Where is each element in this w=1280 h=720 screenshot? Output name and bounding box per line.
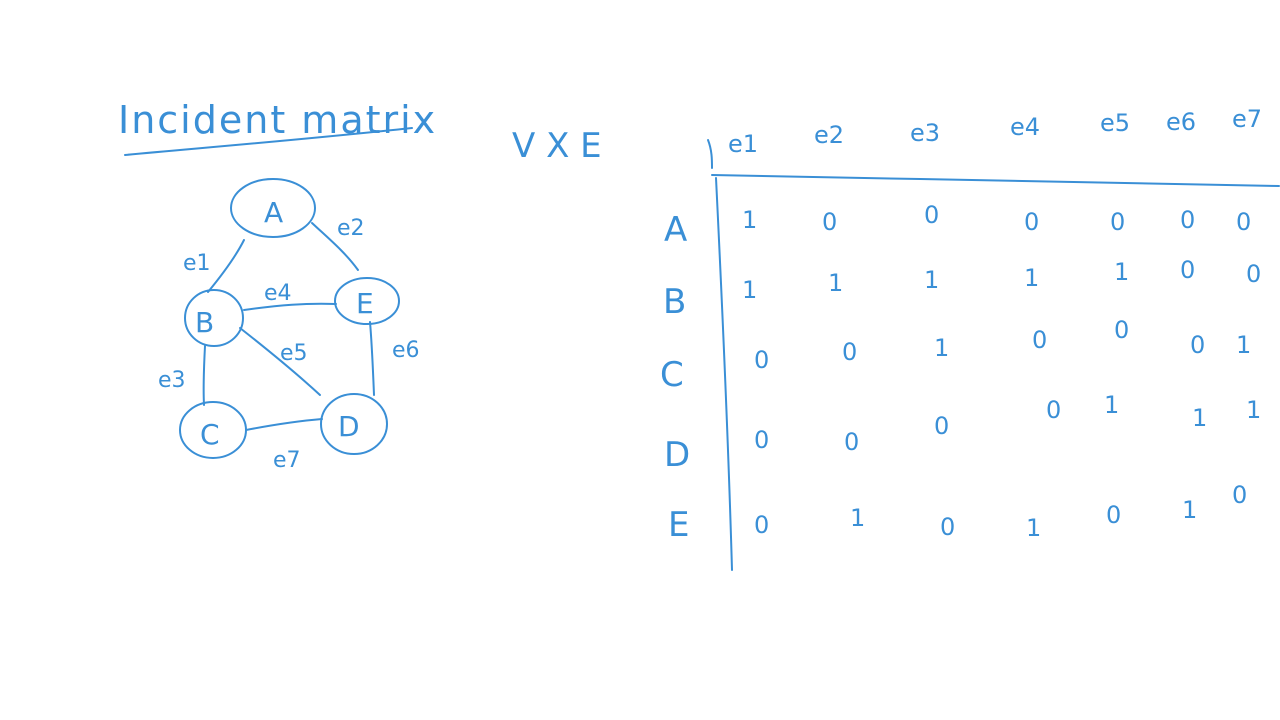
cell-B-e2: 1 [828,269,843,297]
cell-D-e5: 1 [1104,391,1119,419]
edge-label-e4: e4 [264,281,292,306]
node-e-label: E [356,287,374,320]
node-a-circle [230,178,316,238]
node-c-label: C [200,418,220,451]
edge-label-e5: e5 [280,341,308,366]
node-d-label: D [338,410,360,443]
title-underline [124,127,413,156]
cell-D-e7: 1 [1246,396,1261,424]
node-d-circle [320,393,388,455]
node-e-circle [334,277,400,325]
graph-edge-labels: e1 e2 e3 e4 e5 e6 e7 [158,216,420,473]
cell-C-e3: 1 [934,334,949,362]
cell-C-e2: 0 [842,338,857,366]
cell-B-e7: 0 [1246,260,1261,288]
cell-C-e1: 0 [754,346,769,374]
column-header-e4: e4 [1010,113,1040,141]
cell-E-e1: 0 [754,511,769,539]
column-header-e6: e6 [1166,108,1196,136]
cell-B-e3: 1 [924,266,939,294]
edge-line-e4 [243,302,337,311]
cell-B-e1: 1 [742,276,757,304]
node-a-label: A [264,196,283,229]
cell-A-e3: 0 [924,201,939,229]
cell-E-e4: 1 [1026,514,1041,542]
cell-B-e6: 0 [1180,256,1195,284]
cell-A-e1: 1 [742,206,757,234]
cell-C-e6: 0 [1190,331,1205,359]
matrix-header-tick [707,139,713,169]
cell-B-e5: 1 [1114,258,1129,286]
cell-E-e3: 0 [940,513,955,541]
cell-D-e3: 0 [934,412,949,440]
row-header-A: A [664,210,687,250]
cell-C-e7: 1 [1236,331,1251,359]
cell-C-e5: 0 [1114,316,1129,344]
column-header-e2: e2 [814,121,844,149]
cell-A-e7: 0 [1236,208,1251,236]
page-title: Incident matrix [118,98,437,142]
column-header-e5: e5 [1100,109,1130,137]
matrix-row-divider [715,177,733,571]
node-b-circle [184,289,244,347]
cell-E-e5: 0 [1106,501,1121,529]
cell-D-e6: 1 [1192,404,1207,432]
edge-label-e1: e1 [183,251,211,276]
graph-nodes: A B C D E [179,178,400,459]
cell-C-e4: 0 [1032,326,1047,354]
node-b-label: B [195,306,214,339]
edge-line-e6 [369,321,375,396]
row-header-E: E [668,505,689,545]
cell-B-e4: 1 [1024,264,1039,292]
row-header-B: B [663,282,686,322]
cell-A-e6: 0 [1180,206,1195,234]
cell-E-e6: 1 [1182,496,1197,524]
edge-label-e6: e6 [392,338,420,363]
cell-D-e4: 0 [1046,396,1061,424]
column-header-e3: e3 [910,119,940,147]
matrix-column-headers: e1 e2 e3 e4 e5 e6 e7 [728,105,1262,158]
cell-A-e5: 0 [1110,208,1125,236]
graph-edges [202,222,375,431]
node-c-circle [179,401,247,459]
edge-line-e3 [202,345,206,406]
row-header-D: D [664,435,690,475]
cell-D-e1: 0 [754,426,769,454]
cell-A-e4: 0 [1024,208,1039,236]
column-header-e7: e7 [1232,105,1262,133]
edge-label-e2: e2 [337,216,365,241]
cell-E-e2: 1 [850,504,865,532]
cell-A-e2: 0 [822,208,837,236]
edge-label-e3: e3 [158,368,186,393]
edge-label-e7: e7 [273,448,301,473]
edge-line-e1 [207,239,245,293]
matrix-label: V X E [512,126,602,166]
edge-line-e7 [245,418,323,431]
cell-D-e2: 0 [844,428,859,456]
matrix-header-line [711,174,1280,187]
cell-E-e7: 0 [1232,481,1247,509]
column-header-e1: e1 [728,130,758,158]
edge-line-e2 [311,222,359,271]
edge-line-e5 [239,327,321,396]
matrix-cells: 1 0 0 0 0 0 0 1 1 1 1 1 0 0 0 0 1 0 0 0 1 0 0 0 0 1 1 1 0 1 0 1 0 1 0 [742,201,1261,542]
row-header-C: C [660,355,684,395]
